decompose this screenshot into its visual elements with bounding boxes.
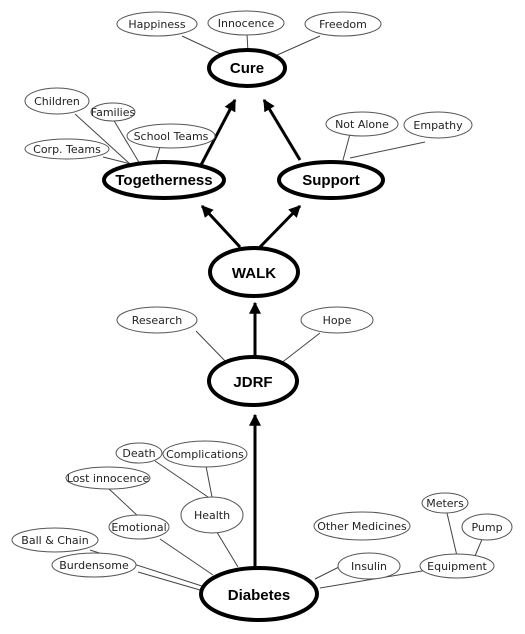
node-not-alone: Not Alone (325, 111, 399, 137)
families-label: Families (91, 106, 136, 119)
node-research: Research (116, 306, 198, 334)
jdrf-label: JDRF (233, 374, 272, 391)
node-equipment: Equipment (419, 553, 495, 579)
empathy-label: Empathy (413, 119, 463, 132)
innocence-label: Innocence (218, 17, 275, 30)
node-innocence: Innocence (207, 10, 285, 36)
happiness-label: Happiness (128, 18, 186, 31)
node-insulin: Insulin (337, 552, 401, 580)
node-lost-innocence: Lost innocence (65, 466, 151, 490)
cure-label: Cure (230, 60, 264, 77)
node-death: Death (115, 442, 163, 464)
node-cure: Cure (207, 48, 287, 88)
connector-lines (74, 33, 484, 591)
node-pump: Pump (461, 513, 513, 541)
emotional-label: Emotional (111, 521, 166, 534)
school-teams-label: School Teams (134, 130, 209, 143)
corp-teams-label: Corp. Teams (33, 143, 101, 156)
node-walk: WALK (208, 246, 300, 298)
node-diabetes: Diabetes (199, 566, 319, 622)
node-other-medicines: Other Medicines (313, 511, 411, 541)
other-medicines-label: Other Medicines (317, 520, 407, 533)
meters-label: Meters (426, 497, 464, 510)
research-label: Research (132, 314, 182, 327)
diabetes-label: Diabetes (228, 587, 291, 604)
node-emotional: Emotional (108, 514, 170, 540)
node-support: Support (277, 160, 385, 200)
node-corp-teams: Corp. Teams (24, 138, 110, 160)
death-label: Death (122, 447, 155, 460)
node-freedom: Freedom (304, 11, 382, 37)
complications-label: Complications (166, 448, 244, 461)
node-meters: Meters (421, 492, 469, 514)
node-children: Children (24, 87, 90, 115)
node-happiness: Happiness (116, 11, 198, 37)
pump-label: Pump (471, 521, 502, 534)
health-label: Health (194, 509, 230, 522)
insulin-label: Insulin (351, 560, 387, 573)
ball-chain-label: Ball & Chain (21, 534, 88, 547)
node-families: Families (90, 102, 136, 122)
freedom-label: Freedom (319, 18, 367, 31)
node-burdensome: Burdensome (51, 552, 137, 578)
walk-label: WALK (232, 265, 276, 282)
not-alone-label: Not Alone (335, 118, 389, 131)
arrows (198, 98, 302, 570)
children-label: Children (34, 95, 80, 108)
support-label: Support (302, 172, 360, 189)
node-jdrf: JDRF (207, 355, 299, 407)
togetherness-label: Togetherness (115, 172, 212, 189)
node-empathy: Empathy (403, 111, 473, 139)
hope-label: Hope (323, 314, 352, 327)
node-hope: Hope (300, 306, 374, 334)
node-complications: Complications (162, 440, 248, 468)
burdensome-label: Burdensome (59, 559, 129, 572)
lost-innocence-label: Lost innocence (67, 472, 150, 485)
equipment-label: Equipment (427, 560, 487, 573)
node-ball-chain: Ball & Chain (11, 527, 99, 553)
node-health: Health (180, 496, 244, 534)
node-togetherness: Togetherness (102, 160, 226, 200)
node-school-teams: School Teams (126, 123, 216, 149)
